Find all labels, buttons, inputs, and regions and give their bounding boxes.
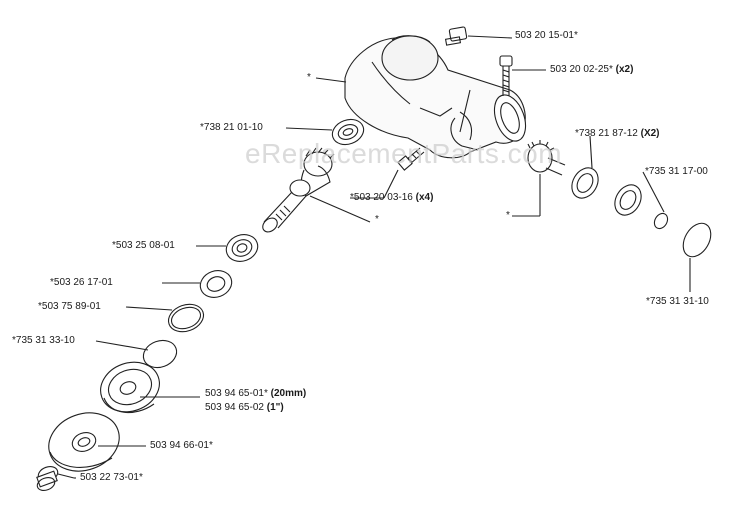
housing-screw-part bbox=[499, 55, 513, 96]
label-gear-star: * bbox=[375, 214, 379, 225]
label-735-31-31-10: *735 31 31-10 bbox=[646, 296, 709, 307]
label-503-75-89-01: *503 75 89-01 bbox=[38, 301, 101, 312]
support-cup-part bbox=[100, 361, 160, 414]
small-circlip-part bbox=[653, 212, 669, 230]
label-housing-star: * bbox=[307, 72, 311, 83]
label-503-20-03-16: *503 20 03-16 (x4) bbox=[350, 192, 434, 203]
label-503-94-65-01: 503 94 65-01* (20mm) bbox=[205, 388, 307, 399]
lower-circlip-part bbox=[142, 339, 178, 369]
gear-housing bbox=[344, 35, 527, 159]
label-503-94-66-01: 503 94 66-01* bbox=[150, 440, 213, 451]
label-503-20-02-25: 503 20 02-25* (x2) bbox=[550, 64, 634, 75]
watermark: eReplacementParts.com bbox=[245, 138, 563, 169]
label-503-22-73-01: 503 22 73-01* bbox=[80, 472, 143, 483]
label-735-31-33-10: *735 31 33-10 bbox=[12, 335, 75, 346]
bearing-part bbox=[331, 118, 365, 146]
plug-screw-part bbox=[444, 26, 468, 46]
seal-part bbox=[614, 184, 642, 216]
right-bearing-part bbox=[571, 167, 599, 199]
label-503-94-65-02: 503 94 65-02 (1") bbox=[205, 402, 284, 413]
label-735-31-17-00: *735 31 17-00 bbox=[645, 166, 708, 177]
large-circlip-part bbox=[682, 222, 712, 258]
lower-seal-part bbox=[199, 270, 233, 298]
label-pinion-star: * bbox=[506, 210, 510, 221]
label-503-26-17-01: *503 26 17-01 bbox=[50, 277, 113, 288]
bevel-gear-shaft-part bbox=[262, 147, 335, 233]
support-flange-part bbox=[48, 412, 120, 472]
nut-part bbox=[36, 466, 59, 491]
retaining-ring-part bbox=[167, 303, 205, 333]
label-738-21-87-12: *738 21 87-12 (X2) bbox=[575, 128, 660, 139]
pinion-gear-part bbox=[527, 140, 566, 176]
cover-screw-part bbox=[397, 147, 425, 171]
lower-bearing-part bbox=[225, 234, 259, 262]
label-503-25-08-01: *503 25 08-01 bbox=[112, 240, 175, 251]
label-503-20-15-01: 503 20 15-01* bbox=[515, 30, 578, 41]
label-738-21-01-10: *738 21 01-10 bbox=[200, 122, 263, 133]
